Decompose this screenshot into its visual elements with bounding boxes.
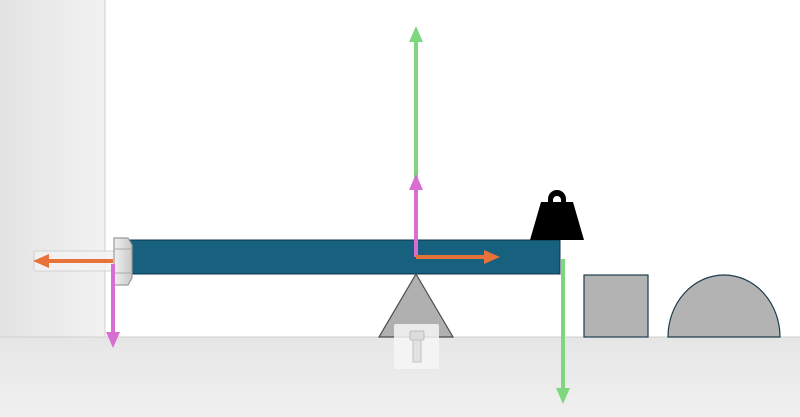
kettlebell-weight-icon[interactable] [530,190,584,240]
bolt-horizontal-force-arrow [33,254,113,268]
bolt-tool-button[interactable] [394,324,439,369]
bolt-icon [409,330,425,363]
weight-force-arrow [556,259,570,404]
half-disc-block[interactable] [667,274,781,338]
bolt-vertical-force-arrow [106,264,120,348]
square-block[interactable] [583,274,649,338]
normal-force-arrow [409,26,423,180]
pivot-horizontal-force-arrow [416,250,500,264]
pivot-vertical-force-arrow [409,174,423,257]
wall-bolt-nut[interactable] [113,237,133,286]
